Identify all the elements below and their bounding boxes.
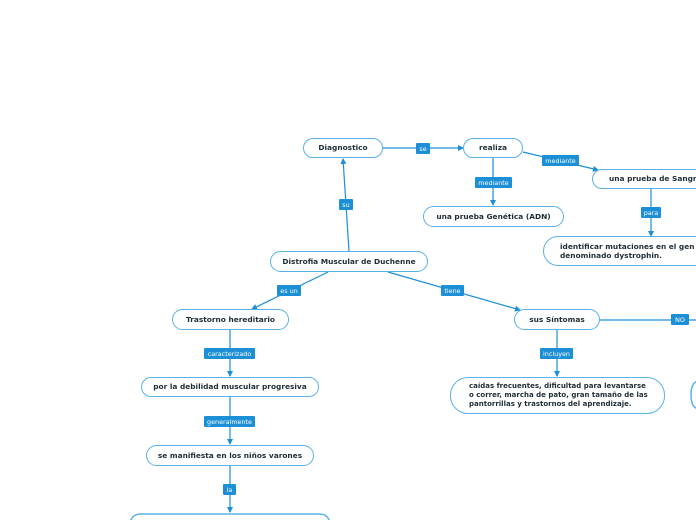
node-ninos[interactable]: se manifiesta en los niños varones [146,445,314,466]
node-diagnostico[interactable]: Diagnostico [303,138,383,158]
offscreen-node-bottom [130,513,330,520]
node-realiza[interactable]: realiza [463,138,523,158]
link-label-generalmente: generalmente [204,416,255,427]
link-label-mediante-adn: mediante [475,177,512,188]
link-label-tiene: tiene [441,285,464,296]
link-label-la: la [223,484,236,495]
link-label-es-un: es un [277,285,301,296]
node-sintomas[interactable]: sus Síntomas [514,309,600,330]
link-label-caracterizado: caracterizado [204,348,255,359]
link-label-no: NO [671,314,689,325]
link-label-mediante-sangre: mediante [542,155,579,166]
node-prueba-adn[interactable]: una prueba Genética (ADN) [423,206,564,227]
node-caidas[interactable]: caídas frecuentes, dificultad para levan… [450,377,665,414]
node-root[interactable]: Distrofia Muscular de Duchenne [270,251,428,272]
link-label-incluyen: incluyen [540,348,573,359]
node-identificar[interactable]: identificar mutaciones en el gen denomin… [543,236,696,266]
node-prueba-sangre[interactable]: una prueba de Sangre [592,169,696,189]
offscreen-node-right [690,381,696,409]
node-debilidad[interactable]: por la debilidad muscular progresiva [141,377,319,397]
node-trastorno[interactable]: Trastorno hereditario [172,309,289,330]
link-label-se: se [416,143,430,154]
link-label-para: para [641,207,661,218]
link-label-su: su [339,199,353,210]
